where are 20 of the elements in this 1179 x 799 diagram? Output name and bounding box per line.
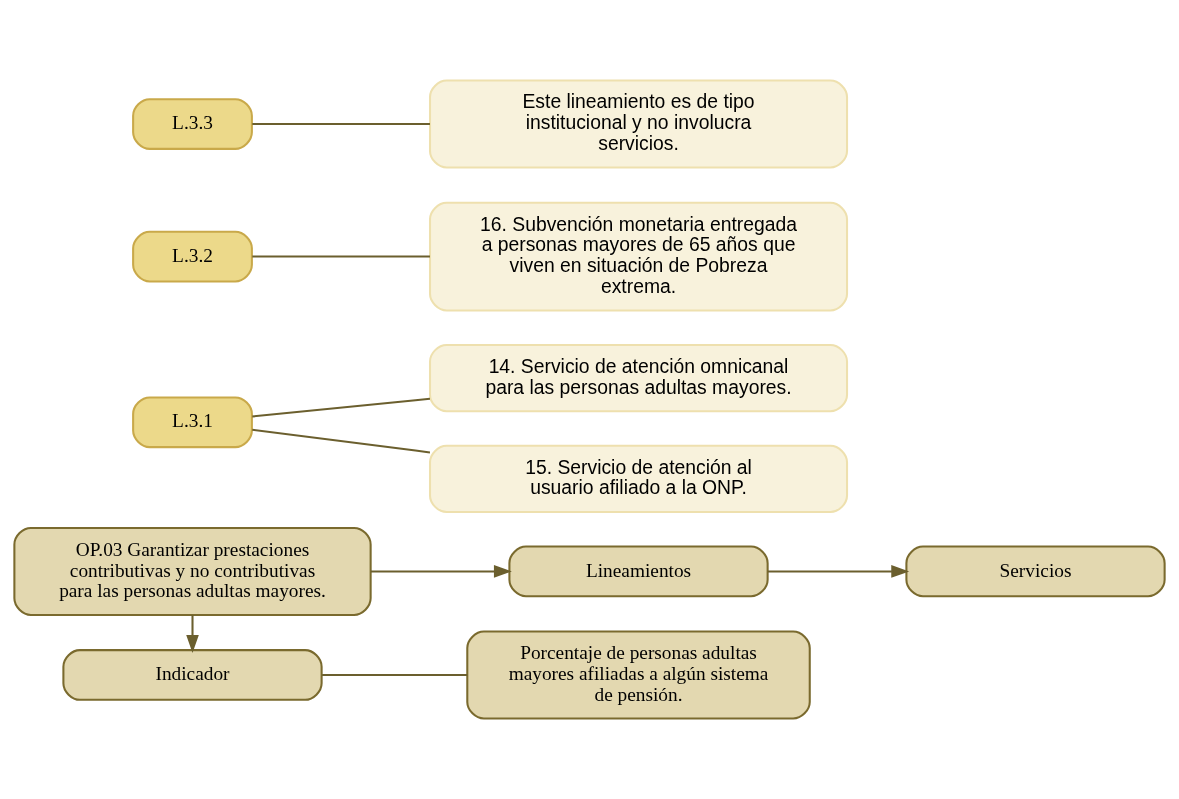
node-box: Lineamientos: [508, 545, 769, 598]
connector: [252, 428, 431, 454]
connector: [252, 255, 430, 258]
arrow: [186, 614, 199, 654]
node-box: 14. Servicio de atención omnicanal para las personas adultas mayores.: [428, 343, 849, 413]
node-box: Este lineamiento es de tipo institucional y no involucra servicios.: [428, 79, 849, 169]
node-box: OP.03 Garantizar prestaciones contributivas y no contributivas para las personas adultas mayores.: [13, 526, 372, 616]
node-box: L.3.2: [132, 230, 253, 283]
arrow: [767, 565, 910, 578]
node-box: 15. Servicio de atención al usuario afiliado a la ONP.: [428, 444, 849, 514]
node-box: 16. Subvención monetaria entregada a personas mayores de 65 años que viven en situación de Pobreza extrema.: [428, 201, 849, 312]
node-box: Porcentaje de personas adultas mayores afiliadas a algún sistema de pensión.: [466, 630, 811, 720]
node-box: L.3.3: [132, 98, 253, 150]
node-box: L.3.1: [132, 396, 253, 449]
arrow: [371, 565, 512, 578]
connector: [322, 673, 468, 676]
node-box: Indicador: [62, 649, 323, 701]
connector: [252, 397, 431, 418]
connector: [252, 123, 430, 126]
node-box: Servicios: [905, 545, 1166, 598]
